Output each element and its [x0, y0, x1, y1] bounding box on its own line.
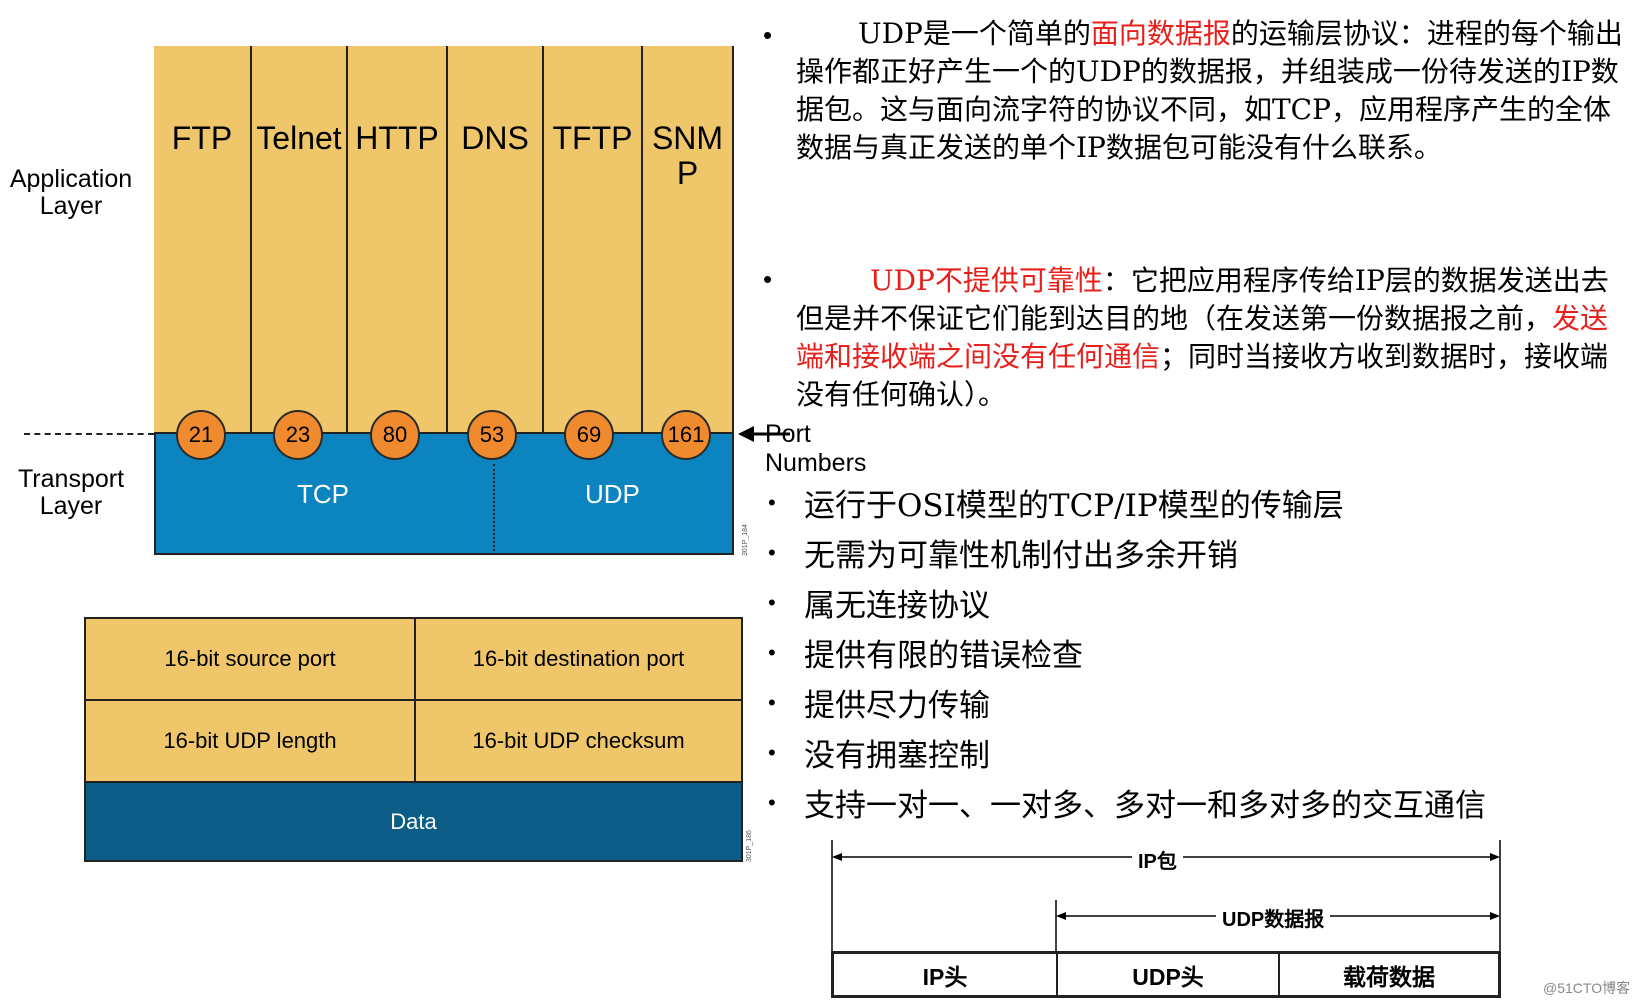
destination-port-cell: 16-bit destination port [414, 619, 741, 699]
port-arrow-icon [738, 426, 790, 442]
p2-text-b: ；同时当接收方收到数据时，接收端没有任何确认）。 [796, 340, 1609, 411]
udp-length-cell: 16-bit UDP length [86, 699, 414, 781]
port-badge-telnet: 23 [273, 410, 323, 460]
transport-layer-box: TCP UDP [154, 434, 734, 555]
protocol-name: Telnet [256, 120, 342, 156]
feature-bullet: • [768, 490, 776, 515]
paragraph-udp-reliability: UDP不提供可靠性：它把应用程序传给IP层的数据发送出去但是并不保证它们能到达目… [796, 262, 1632, 414]
data-cell: Data [86, 781, 741, 860]
feature-bullet: • [768, 790, 776, 815]
transport-top-line [154, 432, 734, 434]
application-layer-label: Application Layer [9, 165, 133, 220]
protocol-name: SNMP [651, 120, 724, 191]
app-col-tftp: TFTP [542, 46, 641, 434]
feature-item: 属无连接协议 [804, 588, 990, 624]
app-col-ftp: FTP [154, 46, 250, 434]
payload-cell: 载荷数据 [1278, 952, 1498, 998]
paragraph-udp-datagram: UDP是一个简单的面向数据报的运输层协议：进程的每个输出操作都正好产生一个的UD… [796, 15, 1624, 167]
feature-bullet: • [768, 740, 776, 765]
ip-header-cell: IP头 [922, 964, 968, 990]
feature-item: 提供尽力传输 [804, 688, 990, 724]
source-port-cell: 16-bit source port [86, 619, 414, 699]
feature-bullet: • [768, 540, 776, 565]
p2-text-red1: UDP不提供可靠性 [870, 264, 1103, 297]
paragraph-bullet-2: • [763, 264, 773, 294]
paragraph-bullet-1: • [763, 20, 773, 50]
tcp-label: TCP [297, 479, 349, 509]
udp-checksum-cell: 16-bit UDP checksum [414, 699, 741, 781]
p1-text-b: 的运输层协议：进程的每个输出操作都正好产生一个的UDP的数据报，并组装成一份待发… [796, 17, 1623, 164]
protocol-name: FTP [171, 120, 233, 156]
app-col-telnet: Telnet [250, 46, 346, 434]
udp-datagram-label: UDP数据报 [1216, 903, 1331, 932]
udp-header-cell: UDP头 [1056, 952, 1278, 998]
p1-text-a: UDP是一个简单的 [858, 17, 1091, 50]
udp-label: UDP [585, 479, 640, 509]
stack-figure-code: 301P_184 [742, 524, 749, 556]
app-col-snmp: SNMP [641, 46, 734, 434]
protocol-name: TFTP [552, 120, 633, 156]
ip-packet-label: IP包 [1132, 845, 1183, 874]
tcp-udp-divider [493, 464, 495, 555]
feature-item: 无需为可靠性机制付出多余开销 [804, 538, 1238, 574]
protocol-name: HTTP [355, 120, 439, 156]
packet-box [831, 951, 1501, 998]
port-badge-tftp: 69 [564, 410, 614, 460]
feature-bullet: • [768, 690, 776, 715]
feature-item: 支持一对一、一对多、多对一和多对多的交互通信 [804, 788, 1486, 824]
port-numbers-label: Port Numbers [765, 420, 867, 477]
feature-item: 运行于OSI模型的TCP/IP模型的传输层 [804, 488, 1344, 524]
watermark: @51CTO博客 [1543, 980, 1631, 996]
app-col-dns: DNS [446, 46, 542, 434]
port-badge-snmp: 161 [661, 410, 711, 460]
p2-text-a: ：它把应用程序传给IP层的数据发送出去但是并不保证它们能到达目的地（在发送第一份… [796, 264, 1609, 335]
feature-bullet: • [768, 640, 776, 665]
transport-layer-label: Transport Layer [17, 465, 125, 520]
header-figure-code: 301P_186 [746, 830, 753, 862]
port-badge-http: 80 [370, 410, 420, 460]
p1-text-red: 面向数据报 [1090, 17, 1231, 50]
p2-text-red2: 发送端和接收端之间没有任何通信 [796, 302, 1609, 373]
port-badge-dns: 53 [467, 410, 517, 460]
app-col-http: HTTP [346, 46, 446, 434]
protocol-name: DNS [461, 120, 529, 156]
port-badge-ftp: 21 [176, 410, 226, 460]
layer-separator [24, 433, 154, 435]
feature-bullet: • [768, 590, 776, 615]
feature-item: 没有拥塞控制 [804, 738, 990, 774]
feature-item: 提供有限的错误检查 [804, 638, 1083, 674]
